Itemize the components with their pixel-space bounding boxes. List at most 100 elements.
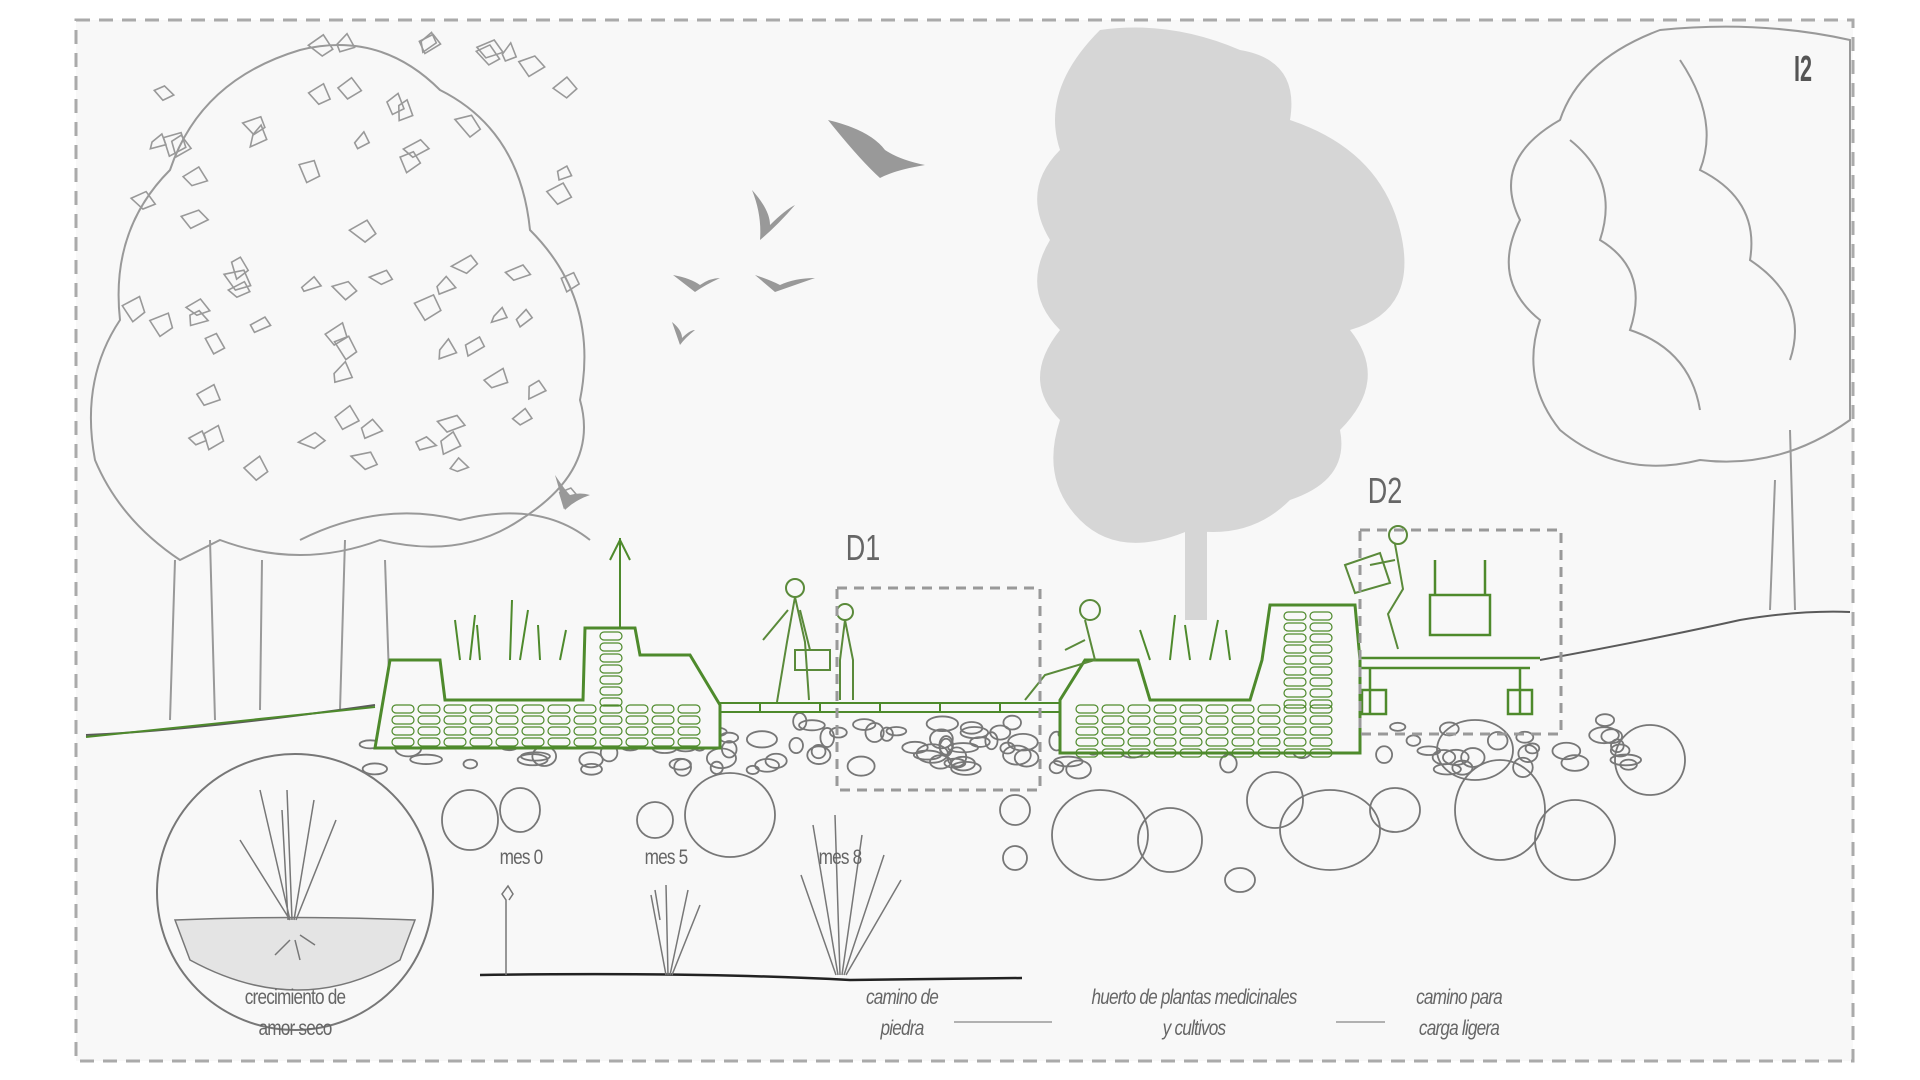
- leaf: [347, 219, 377, 244]
- rock: [1524, 742, 1541, 755]
- brick: [1127, 726, 1151, 736]
- leaf: [249, 123, 268, 149]
- leaf: [528, 379, 548, 401]
- brick: [1309, 726, 1333, 736]
- brick: [573, 726, 597, 736]
- rock: [915, 743, 949, 764]
- rock: [864, 722, 885, 743]
- brick: [651, 737, 675, 747]
- growth-plants: [501, 814, 902, 976]
- brick: [599, 642, 623, 652]
- leaf: [385, 92, 406, 116]
- brick: [1283, 633, 1307, 643]
- rock: [1609, 743, 1631, 758]
- brick: [1309, 688, 1333, 698]
- brick: [1101, 704, 1125, 714]
- brick: [417, 715, 441, 725]
- rock: [989, 724, 1012, 741]
- growth-ground: [479, 972, 1023, 982]
- brick: [1309, 715, 1333, 725]
- rock: [1224, 867, 1256, 893]
- detail-label-d1[interactable]: D1: [845, 527, 881, 568]
- leaf: [413, 293, 442, 322]
- deck: [1360, 560, 1540, 716]
- rock: [1002, 744, 1032, 766]
- stone-path: [720, 702, 1060, 713]
- brick: [547, 726, 571, 736]
- inset-caption-line2: amor seco: [258, 1017, 332, 1040]
- brick: [1205, 715, 1229, 725]
- leaf: [336, 76, 363, 100]
- brick: [573, 737, 597, 747]
- leaf: [204, 332, 226, 355]
- rock: [943, 757, 967, 769]
- brick: [1179, 715, 1203, 725]
- rock: [1486, 731, 1509, 751]
- leaf: [149, 132, 167, 150]
- rock: [1436, 719, 1514, 781]
- leaf: [556, 164, 573, 182]
- brick: [625, 726, 649, 736]
- brick: [417, 704, 441, 714]
- section-label-camino-piedra: camino de piedra: [836, 982, 967, 1044]
- section-label-line2: y cultivos: [1162, 1017, 1226, 1040]
- brick: [1283, 726, 1307, 736]
- rock: [1517, 744, 1539, 763]
- brick: [1309, 748, 1333, 758]
- leaf: [333, 335, 358, 361]
- leaf: [517, 55, 546, 78]
- rock: [721, 740, 738, 759]
- rock: [361, 762, 388, 776]
- rock: [1454, 759, 1546, 861]
- brick: [1153, 715, 1177, 725]
- brick: [651, 726, 675, 736]
- section-label-huerto: huerto de plantas medicinales y cultivos: [1079, 982, 1309, 1044]
- brick: [1127, 704, 1151, 714]
- plants: [454, 537, 1231, 661]
- brick: [1127, 748, 1151, 758]
- rock: [912, 749, 943, 761]
- rock: [409, 753, 443, 765]
- brick: [1309, 677, 1333, 687]
- sheet-frame: [74, 18, 1855, 1063]
- leaf: [464, 335, 486, 358]
- rock: [1246, 771, 1304, 829]
- leaf: [203, 424, 225, 451]
- rock: [764, 752, 788, 769]
- brick: [1205, 726, 1229, 736]
- brick: [1075, 737, 1099, 747]
- rock: [810, 743, 827, 760]
- rock: [1534, 799, 1616, 881]
- brick: [495, 726, 519, 736]
- rock: [462, 758, 479, 770]
- leaf: [401, 138, 431, 159]
- leaf: [300, 275, 323, 293]
- leaf: [330, 280, 358, 301]
- brick: [417, 726, 441, 736]
- brick: [1231, 715, 1255, 725]
- leaf: [241, 115, 266, 136]
- brick: [1283, 704, 1307, 714]
- leaf: [511, 407, 534, 426]
- brick: [443, 726, 467, 736]
- detail-label-d2[interactable]: D2: [1367, 470, 1403, 511]
- rock: [1609, 753, 1642, 767]
- leaf: [181, 165, 209, 187]
- brick: [677, 715, 701, 725]
- leaf: [179, 209, 210, 230]
- brick: [547, 704, 571, 714]
- rock: [1588, 726, 1620, 745]
- brick: [1257, 715, 1281, 725]
- sheet-number: I2: [1794, 48, 1813, 89]
- people: [762, 525, 1408, 703]
- brick: [1075, 748, 1099, 758]
- brick: [1179, 748, 1203, 758]
- rock: [1442, 748, 1470, 766]
- rock: [1048, 760, 1065, 775]
- leaf: [414, 435, 438, 451]
- brick: [1153, 737, 1177, 747]
- brick: [1257, 748, 1281, 758]
- leaf: [324, 321, 348, 347]
- rock: [879, 726, 894, 742]
